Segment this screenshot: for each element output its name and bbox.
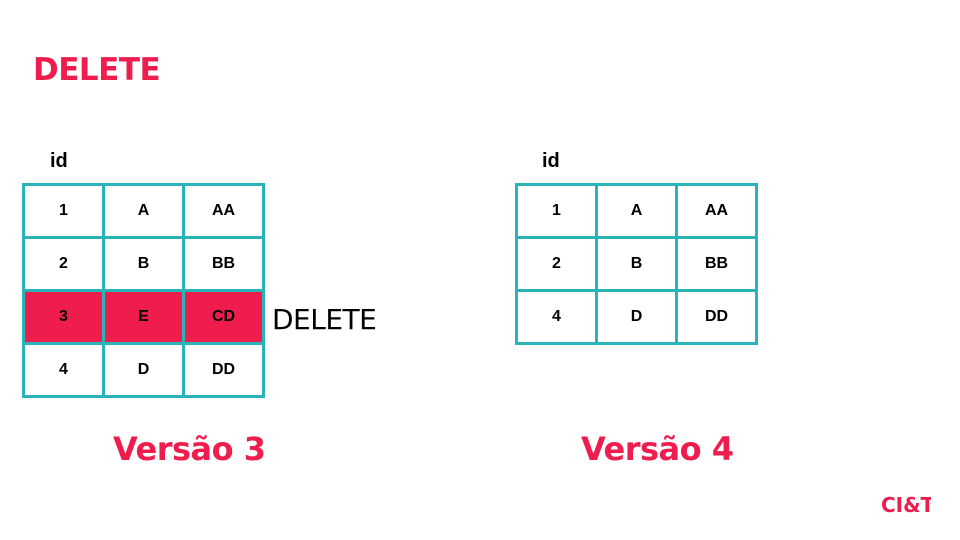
right-cell-r3-c3: DD (678, 292, 758, 345)
left-cell-r4-c1: 4 (25, 345, 105, 398)
left-cell-r2-c2: B (105, 239, 185, 292)
left-cell-r3-c3: CD (185, 292, 265, 345)
left-id-label: id (50, 150, 68, 172)
right-cell-r2-c2: B (598, 239, 678, 292)
right-id-label: id (542, 150, 560, 172)
right-cell-r1-c3: AA (678, 186, 758, 239)
left-cell-r1-c3: AA (185, 186, 265, 239)
right-version-caption: Versão 4 (581, 430, 734, 468)
slide-title: DELETE (33, 52, 161, 88)
right-cell-r2-c3: BB (678, 239, 758, 292)
right-cell-r1-c2: A (598, 186, 678, 239)
left-cell-r2-c3: BB (185, 239, 265, 292)
left-cell-r4-c2: D (105, 345, 185, 398)
right-cell-r1-c1: 1 (518, 186, 598, 239)
left-cell-r4-c3: DD (185, 345, 265, 398)
delete-label: DELETE (272, 303, 377, 336)
left-cell-r1-c2: A (105, 186, 185, 239)
left-cell-r3-c2: E (105, 292, 185, 345)
right-cell-r3-c1: 4 (518, 292, 598, 345)
right-cell-r2-c1: 2 (518, 239, 598, 292)
logo-text: CI&T (881, 493, 931, 516)
left-cell-r1-c1: 1 (25, 186, 105, 239)
left-version-caption: Versão 3 (113, 430, 266, 468)
right-cell-r3-c2: D (598, 292, 678, 345)
left-cell-r2-c1: 2 (25, 239, 105, 292)
left-cell-r3-c1: 3 (25, 292, 105, 345)
ciandt-logo: CI&T (881, 493, 931, 516)
